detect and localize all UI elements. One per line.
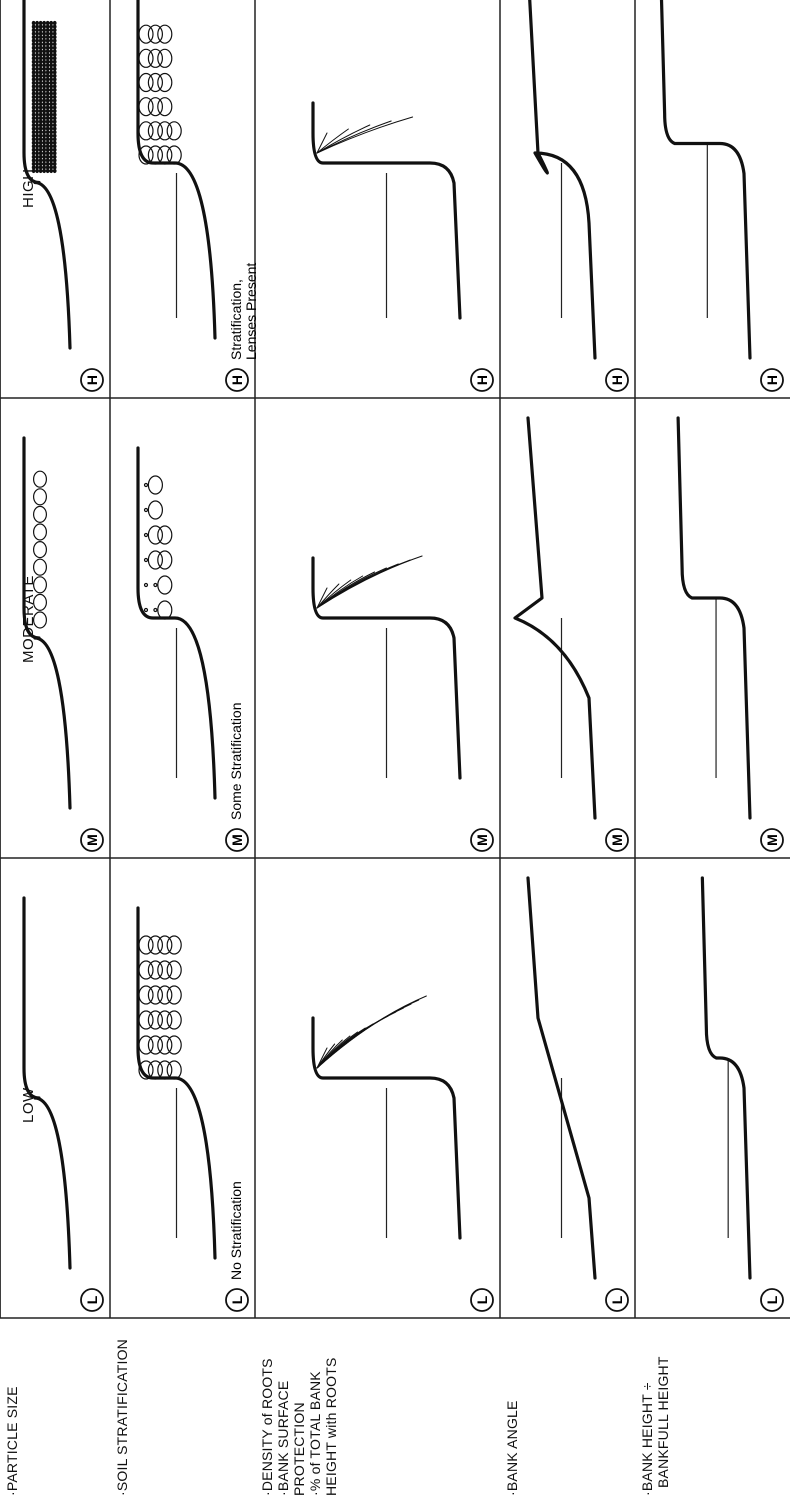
cells-layer bbox=[0, 0, 791, 1508]
